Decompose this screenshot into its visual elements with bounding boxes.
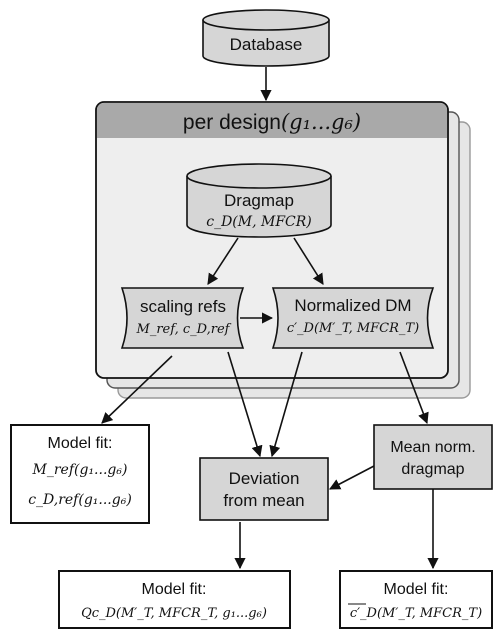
model-fit-bottom-left-node: Model fit: Qc_D(M′_T, MFCR_T, g₁...g₆) [58, 570, 291, 629]
deviation-line1: Deviation [229, 469, 300, 488]
model-fit-bottom-right-title: Model fit: [384, 581, 449, 598]
scaling-refs-node: scaling refs M_ref, c_D,ref [120, 287, 245, 349]
arrow-mean-to-deviation [329, 465, 375, 490]
model-fit-left-line2: c_D,ref(g₁...g₆) [28, 492, 132, 508]
model-fit-bottom-right-node: Model fit: c′_D(M′_T, MFCR_T) [339, 570, 493, 629]
dragmap-formula: c_D(M, MFCR) [206, 214, 312, 230]
model-fit-left-line1: M_ref(g₁...g₆) [32, 462, 128, 478]
database-label: Database [230, 35, 303, 54]
mean-dragmap-line1: Mean norm. [390, 439, 475, 456]
arrow-dragmap-to-scaling [207, 237, 239, 285]
arrow-scaling-to-modelfit [101, 355, 173, 424]
arrow-dragmap-to-normalized [293, 237, 324, 285]
normalized-dm-label: Normalized DM [294, 296, 411, 315]
model-fit-left-title: Model fit: [48, 435, 113, 452]
arrow-normalized-to-deviation [269, 351, 303, 458]
mean-dragmap-line2: dragmap [401, 461, 464, 478]
model-fit-bottom-left-formula: Qc_D(M′_T, MFCR_T, g₁...g₆) [81, 606, 267, 621]
deviation-node: Deviation from mean [199, 457, 329, 521]
scaling-refs-formula: M_ref, c_D,ref [136, 322, 232, 337]
normalized-dm-formula: c′_D(M′_T, MFCR_T) [287, 321, 419, 336]
dragmap-node: Dragmap c_D(M, MFCR) [186, 163, 332, 238]
scaling-refs-label: scaling refs [140, 297, 226, 316]
database-node: Database [202, 9, 330, 67]
normalized-dm-node: Normalized DM c′_D(M′_T, MFCR_T) [271, 287, 435, 349]
deviation-line2: from mean [223, 491, 304, 510]
model-fit-left-node: Model fit: M_ref(g₁...g₆) c_D,ref(g₁...g… [10, 424, 150, 524]
group-title: per design(g₁...g₆) [183, 110, 361, 134]
model-fit-bottom-right-formula: c′_D(M′_T, MFCR_T) [350, 606, 482, 621]
dragmap-label: Dragmap [224, 191, 294, 210]
arrow-normalized-to-mean [399, 351, 429, 425]
arrow-scaling-to-deviation [227, 351, 263, 458]
model-fit-bottom-left-title: Model fit: [142, 581, 207, 598]
mean-dragmap-node: Mean norm. dragmap [373, 424, 493, 490]
